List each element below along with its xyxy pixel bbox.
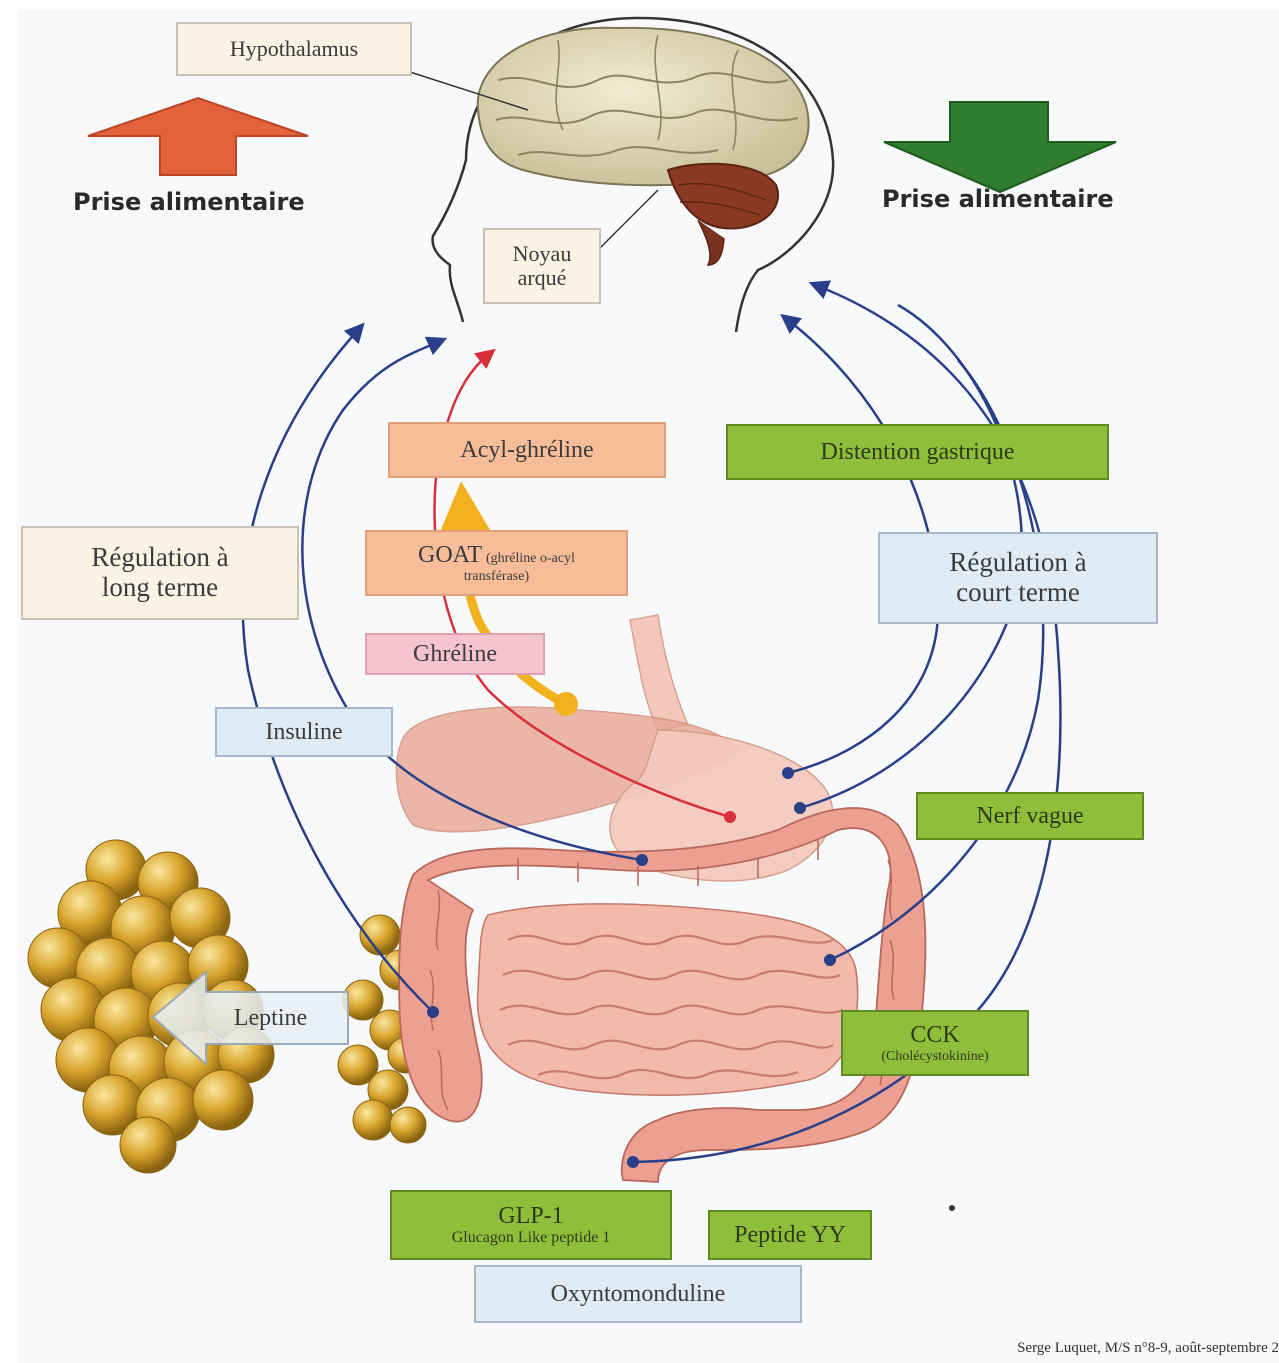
- peptide-yy-label: Peptide YY: [708, 1210, 872, 1260]
- distention-label: Distention gastrique: [726, 424, 1109, 480]
- acyl-ghreline-label: Acyl-ghréline: [388, 422, 666, 478]
- insuline-text: Insuline: [265, 719, 342, 745]
- noyau-leader: [600, 190, 658, 248]
- decrease-arrow: [884, 102, 1116, 192]
- short-term-text-2: court terme: [956, 578, 1080, 608]
- hypothalamus-text: Hypothalamus: [230, 37, 358, 61]
- oxyntomodulin-label: Oxyntomonduline: [474, 1265, 802, 1323]
- glp1-text: GLP-1: [498, 1203, 563, 1229]
- distention-text: Distention gastrique: [821, 439, 1015, 465]
- cck-text: CCK: [910, 1022, 959, 1048]
- noyau-arque-label: Noyau arqué: [483, 228, 601, 304]
- long-term-text-1: Régulation à: [91, 543, 228, 573]
- cck-full-text: (Cholécystokinine): [881, 1049, 988, 1064]
- long-term-text-2: long terme: [102, 573, 218, 603]
- leptine-label: Leptine: [198, 994, 343, 1042]
- acyl-ghreline-text: Acyl-ghréline: [460, 437, 593, 463]
- stray-mark: [949, 1205, 955, 1211]
- glp1-label: GLP-1 Glucagon Like peptide 1: [390, 1190, 672, 1260]
- oxyntomodulin-text: Oxyntomonduline: [551, 1281, 726, 1307]
- ghreline-text: Ghréline: [413, 641, 497, 667]
- goat-detail-2: transférase): [464, 569, 529, 584]
- digestive-system: [396, 615, 925, 1182]
- long-term-regulation-label: Régulation à long terme: [21, 526, 299, 620]
- glp1-full-text: Glucagon Like peptide 1: [452, 1229, 611, 1247]
- goat-label: GOAT (ghréline o-acyl transférase): [365, 530, 628, 596]
- diagram-page: Prise alimentaire Prise alimentaire Hypo…: [18, 10, 1279, 1363]
- short-term-text-1: Régulation à: [949, 548, 1086, 578]
- increase-arrow: [88, 98, 308, 175]
- hypothalamus-label: Hypothalamus: [176, 22, 412, 76]
- goat-detail-1: (ghréline o-acyl: [486, 551, 575, 566]
- nerf-vague-text: Nerf vague: [976, 803, 1083, 829]
- goat-text: GOAT: [418, 542, 482, 568]
- source-credit: Serge Luquet, M/S n°8-9, août-septembre …: [1017, 1340, 1279, 1357]
- noyau-text-1: Noyau: [513, 242, 572, 266]
- ghreline-label: Ghréline: [365, 633, 545, 675]
- increase-title: Prise alimentaire: [73, 188, 305, 216]
- peptide-yy-text: Peptide YY: [734, 1222, 846, 1248]
- decrease-title: Prise alimentaire: [882, 185, 1114, 213]
- leptine-text: Leptine: [234, 1005, 307, 1032]
- insuline-label: Insuline: [215, 707, 393, 757]
- nerf-vague-label: Nerf vague: [916, 792, 1144, 840]
- cck-label: CCK (Cholécystokinine): [841, 1010, 1029, 1076]
- noyau-text-2: arqué: [518, 266, 567, 290]
- short-term-regulation-label: Régulation à court terme: [878, 532, 1158, 624]
